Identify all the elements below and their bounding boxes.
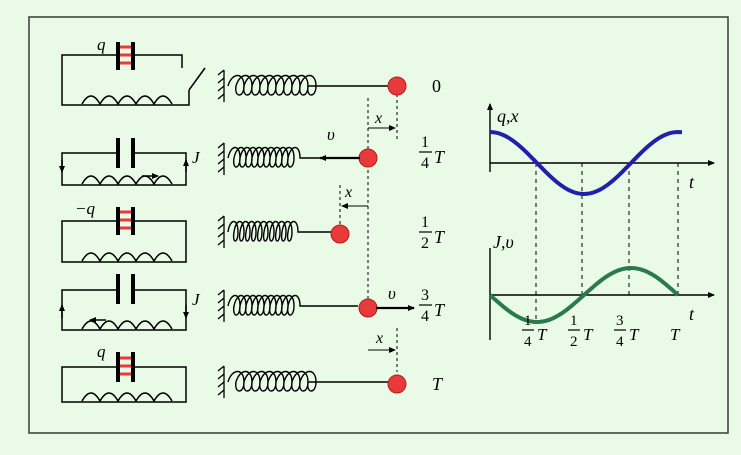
inductor-icon <box>81 175 173 186</box>
tick-label-half: 1 2 T <box>568 313 594 350</box>
wall-icon <box>217 142 225 175</box>
svg-text:2: 2 <box>421 235 429 252</box>
tick-label-three-quarter: 3 4 T <box>614 313 640 350</box>
wall-icon <box>217 215 225 248</box>
mass-ball-icon <box>387 374 407 394</box>
spring-icon <box>227 370 388 392</box>
charge-label: q <box>97 342 106 361</box>
svg-text:3: 3 <box>616 313 624 329</box>
displacement-label: x <box>375 330 383 347</box>
bottom-time-label: t <box>689 304 695 324</box>
svg-text:T: T <box>670 325 681 344</box>
mass-ball-icon <box>330 224 350 244</box>
svg-text:4: 4 <box>421 155 429 172</box>
inductor-icon <box>81 95 173 106</box>
inductor-icon <box>81 320 173 331</box>
svg-text:1: 1 <box>570 313 578 329</box>
circuit-stage-half: −q <box>61 199 187 263</box>
tick-label-quarter: 1 4 T <box>522 313 548 350</box>
wall-icon <box>217 365 225 398</box>
spring-row-half: 1 2 T <box>217 214 446 252</box>
spring-row-0: 0 x <box>217 69 441 131</box>
capacitor-icon <box>116 42 135 70</box>
svg-text:T: T <box>583 325 594 344</box>
svg-text:T: T <box>537 325 548 344</box>
spring-row-period: T <box>217 365 444 398</box>
svg-text:T: T <box>629 325 640 344</box>
time-label-0: 0 <box>432 76 441 96</box>
tick-label-period: T <box>670 325 681 344</box>
current-velocity-curve <box>488 265 680 325</box>
charge-displacement-curve <box>489 129 683 197</box>
diagram-frame <box>28 16 729 434</box>
lc-circuits: q J −q <box>59 35 206 403</box>
spring-icon <box>227 74 388 96</box>
mass-ball-icon <box>387 76 407 96</box>
capacitor-icon <box>116 138 135 168</box>
displacement-label: x <box>344 184 352 201</box>
time-label-three-quarter: 3 4 T <box>419 287 446 325</box>
svg-text:1: 1 <box>421 134 429 151</box>
top-axis-label: q,x <box>497 106 519 126</box>
circuit-stage-0: q <box>61 35 206 106</box>
velocity-label: υ <box>327 125 335 144</box>
inductor-icon <box>81 252 173 263</box>
velocity-label: υ <box>388 284 396 303</box>
charge-label: q <box>97 35 106 54</box>
svg-text:4: 4 <box>421 308 429 325</box>
svg-text:4: 4 <box>616 334 624 350</box>
svg-text:2: 2 <box>570 334 578 350</box>
top-time-label: t <box>689 172 695 192</box>
mass-ball-icon <box>358 298 378 318</box>
svg-text:3: 3 <box>421 287 429 304</box>
svg-text:T: T <box>434 300 446 320</box>
current-label: J <box>192 148 201 167</box>
negative-charge-label: −q <box>75 199 95 218</box>
capacitor-icon <box>116 352 135 382</box>
svg-text:4: 4 <box>524 334 532 350</box>
time-graphs: q,x t J,υ t 1 4 T 1 2 T 3 4 <box>487 103 715 350</box>
wall-icon <box>217 289 225 322</box>
svg-text:1: 1 <box>524 313 532 329</box>
time-label-quarter: 1 4 T <box>419 134 446 172</box>
svg-text:T: T <box>434 227 446 247</box>
circuit-stage-three-quarter: J <box>59 274 201 331</box>
capacitor-icon <box>116 274 135 304</box>
circuit-stage-period: q <box>61 342 187 403</box>
capacitor-icon <box>116 207 135 235</box>
time-label-half: 1 2 T <box>419 214 446 252</box>
wall-icon <box>217 69 225 102</box>
spring-icon <box>227 146 358 168</box>
spring-row-three-quarter: υ 3 4 T x <box>217 284 446 353</box>
svg-text:1: 1 <box>421 214 429 231</box>
displacement-label: x <box>374 110 382 127</box>
spring-pendulums: 0 x υ 1 4 T x 1 <box>217 69 446 398</box>
spring-icon <box>227 294 358 316</box>
circuit-stage-quarter: J <box>59 138 201 186</box>
current-label: J <box>192 290 201 309</box>
bottom-axis-label: J,υ <box>493 232 514 252</box>
spring-row-quarter: υ 1 4 T x <box>217 125 446 209</box>
mass-ball-icon <box>358 148 378 168</box>
time-label-period: T <box>432 374 444 394</box>
svg-text:T: T <box>434 147 446 167</box>
inductor-icon <box>81 392 173 403</box>
spring-icon <box>227 220 331 242</box>
